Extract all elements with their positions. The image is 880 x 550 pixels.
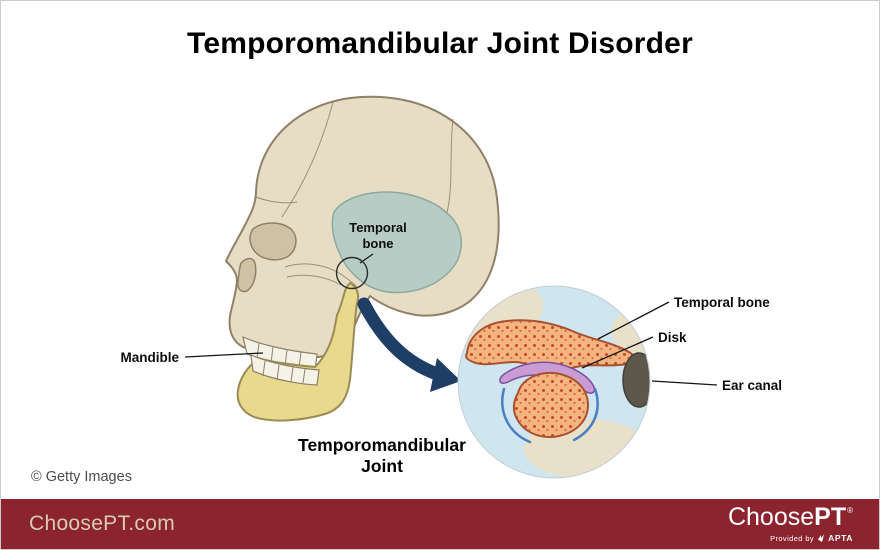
label-mandible: Mandible — [120, 350, 179, 365]
page-title: Temporomandibular Joint Disorder — [187, 27, 693, 60]
provided-by: Provided by APTA — [770, 534, 853, 543]
brand-pt: PT — [814, 503, 847, 531]
ear-canal-shape — [622, 352, 650, 408]
suture-line — [255, 196, 298, 204]
eye-socket — [249, 222, 297, 261]
skull-temporal-bone-label-line2: bone — [362, 236, 393, 251]
skull-temporal-bone-label-line1: Temporal — [349, 220, 407, 235]
mandibular-condyle — [512, 372, 589, 438]
joint-capsule-line — [572, 387, 599, 442]
leader-line-ear-canal — [651, 380, 718, 386]
lower-teeth — [250, 354, 320, 386]
tmj-caption-line: Temporomandibular — [298, 435, 466, 455]
image-credit: © Getty Images — [31, 469, 132, 485]
mandible-shape — [236, 282, 360, 422]
inset-temporal-bone — [465, 319, 636, 373]
skull-illustration: Temporal bone — [225, 95, 500, 422]
tmj-inset — [457, 285, 651, 479]
suture-line — [281, 101, 334, 218]
tmj-caption-line: Joint — [361, 456, 403, 476]
inset-rim — [457, 285, 651, 479]
label-disk: Disk — [658, 330, 687, 345]
temporal-bone-region — [331, 191, 462, 294]
zoom-arrow-icon — [357, 297, 461, 392]
tmj-circle-marker — [335, 256, 369, 290]
nasal-aperture — [237, 257, 257, 293]
apta-logo-icon — [818, 534, 825, 542]
label-temporal-bone: Temporal bone — [674, 295, 770, 310]
brand-choose: Choose — [727, 503, 815, 531]
joint-capsule-line — [501, 387, 532, 444]
leader-line-temporal — [597, 301, 670, 340]
leader-line-disk — [581, 336, 654, 369]
zygomatic-arch-line — [284, 263, 358, 288]
tmj-caption: Temporomandibular Joint — [284, 435, 480, 477]
registered-mark: ® — [847, 506, 853, 515]
tooth-separators — [262, 360, 306, 384]
zygomatic-arch-line — [286, 274, 342, 286]
choosept-logo: Choose PT ® Provided by APTA — [728, 505, 853, 543]
label-ear-canal: Ear canal — [722, 378, 782, 393]
leader-line-mandible — [184, 352, 264, 358]
footer-site-url: ChoosePT.com — [29, 512, 175, 535]
provided-by-text: Provided by — [770, 533, 815, 543]
apta-text: APTA — [828, 533, 853, 544]
footer-bar: ChoosePT.com Choose PT ® Provided by APT… — [1, 499, 879, 549]
